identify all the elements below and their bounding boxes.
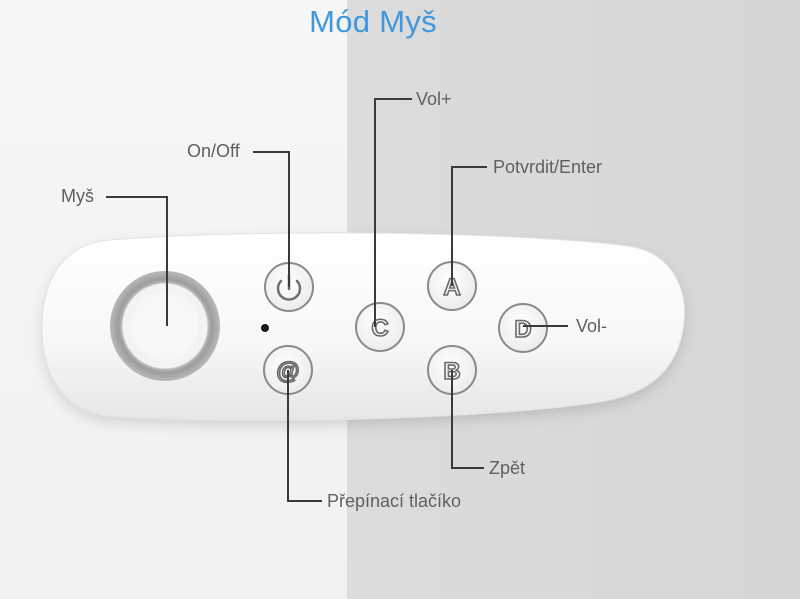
label-vol-up: Vol+ <box>416 89 452 109</box>
label-back: Zpět <box>489 458 526 478</box>
a-button-label: A <box>443 274 460 301</box>
leader-onoff <box>253 151 290 287</box>
label-onoff: On/Off <box>187 141 240 161</box>
joystick[interactable] <box>110 271 220 381</box>
label-vol-down: Vol- <box>576 316 608 336</box>
leader-back <box>451 370 484 469</box>
c-button-label: C <box>371 315 388 342</box>
d-button[interactable]: D <box>498 303 548 353</box>
label-enter: Potvrdit/Enter <box>493 157 603 177</box>
c-button[interactable]: C <box>355 302 405 352</box>
leader-switch <box>287 370 322 502</box>
leader-vol-up <box>374 98 412 327</box>
leader-mouse <box>106 196 168 326</box>
d-button-label: D <box>514 316 531 343</box>
indicator-led <box>261 324 269 332</box>
leader-enter <box>451 166 487 286</box>
page-title: Mód Myš <box>309 4 437 39</box>
label-switch: Přepínací tlačíko <box>327 491 462 511</box>
label-mouse: Myš <box>61 186 94 206</box>
leader-lines <box>106 98 568 502</box>
